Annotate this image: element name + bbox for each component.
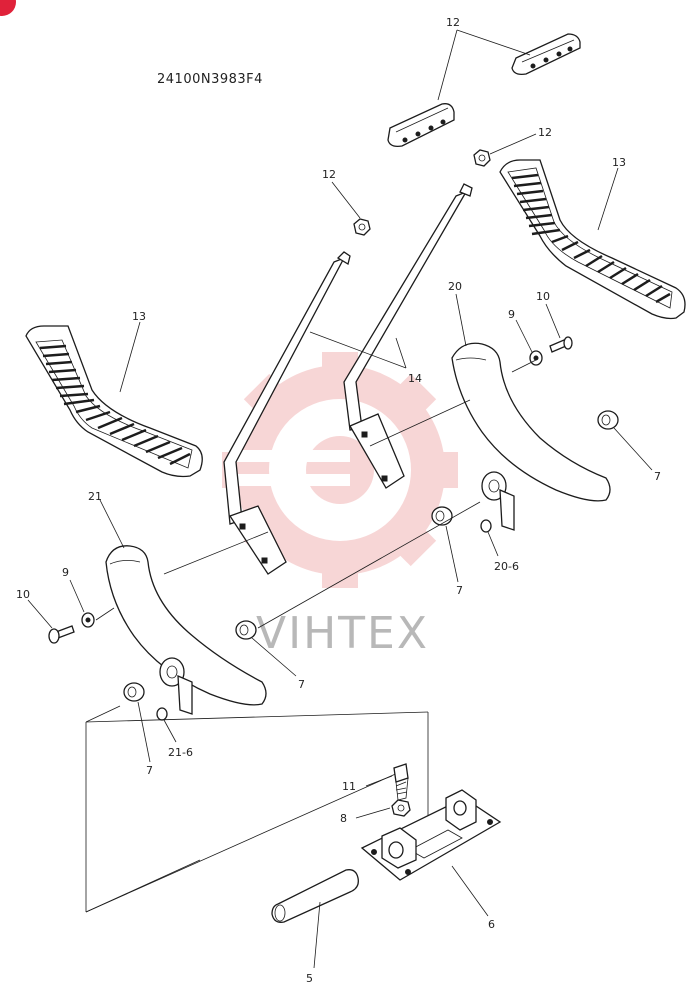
- label-12-left: 12: [322, 168, 336, 181]
- leader-7-c: [251, 637, 297, 677]
- pedal-arm-21: [105, 545, 267, 706]
- label-11: 11: [342, 780, 356, 793]
- pin-20-6: [480, 519, 492, 533]
- pin-5: [271, 869, 359, 923]
- label-7-a: 7: [654, 470, 661, 483]
- leader-11: [365, 775, 393, 787]
- shaft-lines: [95, 359, 537, 629]
- leader-20-6: [487, 531, 499, 557]
- label-21-6: 21-6: [168, 746, 193, 759]
- leader-9-right: [515, 319, 533, 353]
- washer-9-left: [81, 612, 95, 628]
- leader-12-left: [331, 181, 361, 219]
- label-21: 21: [88, 490, 102, 503]
- corner-badge: [0, 0, 16, 16]
- pedal-pad-13-right: [499, 159, 686, 320]
- leader-9-left: [69, 579, 85, 613]
- leader-13-left: [119, 321, 141, 393]
- leader-6: [451, 865, 489, 917]
- leader-12-right: [489, 133, 537, 155]
- label-14: 14: [408, 372, 422, 385]
- leader-5: [313, 901, 321, 969]
- label-9-left: 9: [62, 566, 69, 579]
- label-13-left: 13: [132, 310, 146, 323]
- rod-14-right: [343, 183, 473, 489]
- label-9-right: 9: [508, 308, 515, 321]
- pin-21-6: [156, 707, 168, 721]
- nut-8: [391, 799, 411, 817]
- watermark-text: VIHTEX: [256, 608, 429, 659]
- label-20: 20: [448, 280, 462, 293]
- label-12-right: 12: [538, 126, 552, 139]
- bushing-7-a: [597, 410, 619, 430]
- leader-21: [99, 499, 125, 549]
- label-20-6: 20-6: [494, 560, 519, 573]
- leader-14: [309, 331, 407, 369]
- bolt-11: [393, 763, 409, 801]
- pedal-boss-21: [159, 657, 193, 715]
- label-10-left: 10: [16, 588, 30, 601]
- leader-7-a: [613, 427, 653, 471]
- bushing-7-d: [123, 682, 145, 702]
- label-13-right: 13: [612, 156, 626, 169]
- bracket-frame-lines: [85, 705, 429, 913]
- rod-14-left: [223, 251, 351, 575]
- diagram-code: 24100N3983F4: [157, 72, 263, 87]
- bushing-7-c: [235, 620, 257, 640]
- label-7-b: 7: [456, 584, 463, 597]
- bushing-7-b: [431, 506, 453, 526]
- leader-10-left: [27, 599, 53, 629]
- leader-7-d: [137, 701, 151, 763]
- bolt-10-left: [48, 625, 75, 644]
- leader-10-right: [545, 303, 561, 339]
- leader-21-6: [163, 719, 177, 743]
- nut-12-left: [353, 218, 371, 236]
- pedal-pad-13-left: [25, 325, 203, 478]
- label-10-right: 10: [536, 290, 550, 303]
- label-12-top: 12: [446, 16, 460, 29]
- leader-8: [355, 807, 391, 819]
- pedal-boss-20: [481, 471, 515, 531]
- bolt-10-right: [549, 336, 573, 353]
- pedal-arm-20: [451, 342, 611, 502]
- leader-20: [455, 293, 467, 347]
- grip-12-right: [511, 33, 581, 76]
- label-8: 8: [340, 812, 347, 825]
- leader-13-right: [597, 167, 619, 231]
- label-7-d: 7: [146, 764, 153, 777]
- label-7-c: 7: [298, 678, 305, 691]
- grip-12-left: [387, 103, 455, 148]
- washer-9-right: [529, 350, 543, 366]
- label-5: 5: [306, 972, 313, 985]
- mount-plate-6: [360, 789, 502, 881]
- leader-7-b: [445, 525, 459, 583]
- leader-12-top: [437, 29, 531, 101]
- label-6: 6: [488, 918, 495, 931]
- nut-12-right: [473, 149, 491, 167]
